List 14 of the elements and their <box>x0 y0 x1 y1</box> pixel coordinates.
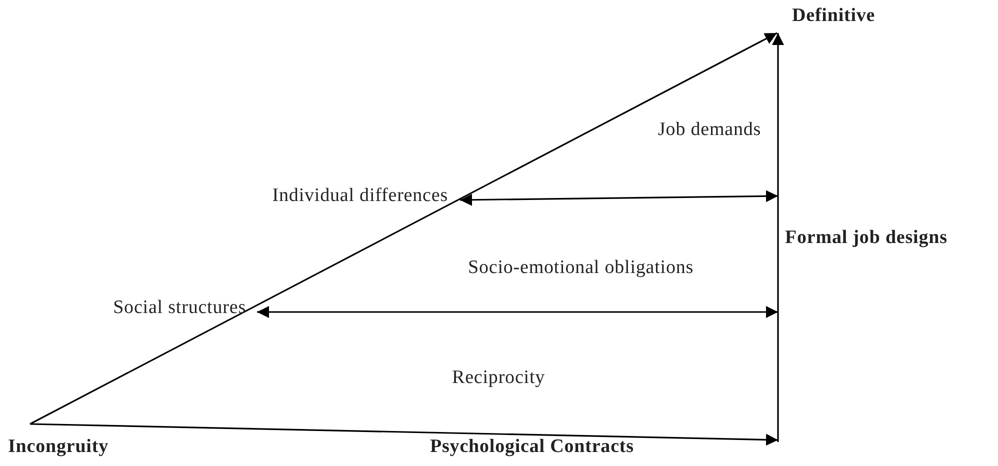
region-label: Reciprocity <box>452 368 546 389</box>
arrow <box>30 423 778 446</box>
edge-label: Psychological Contracts <box>430 437 634 458</box>
axis-label: Definitive <box>792 6 876 27</box>
level-label: Individual differences <box>272 186 448 207</box>
arrow <box>257 306 778 318</box>
arrow <box>460 190 778 206</box>
arrow <box>772 33 784 442</box>
region-label: Job demands <box>658 120 762 141</box>
arrow <box>30 32 778 425</box>
edge-label: Formal job designs <box>785 228 948 249</box>
region-label: Socio-emotional obligations <box>468 258 694 279</box>
axis-label: Incongruity <box>8 437 108 458</box>
level-label: Social structures <box>113 298 246 319</box>
